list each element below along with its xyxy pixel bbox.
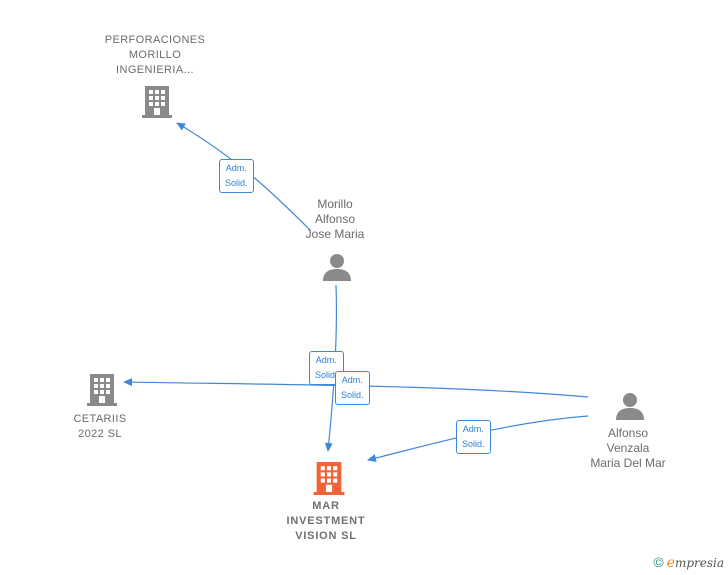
building-icon[interactable]: [141, 84, 173, 118]
person-label-morillo[interactable]: Morillo Alfonso Jose Maria: [305, 197, 365, 241]
building-icon[interactable]: [86, 372, 118, 406]
edge-label-morillo-perforaciones[interactable]: Adm. Solid.: [219, 159, 254, 193]
company-label-perforaciones[interactable]: PERFORACIONES MORILLO INGENIERIA...: [104, 34, 206, 76]
building-icon-focus[interactable]: [312, 460, 346, 495]
empresia-logo: ©empresia: [653, 554, 724, 571]
person-icon[interactable]: [615, 391, 645, 421]
edge-label-morillo-mar[interactable]: Adm. Solid.: [309, 351, 344, 385]
edge-morillo-perforaciones: [176, 122, 311, 231]
company-label-cetariis[interactable]: CETARIIS 2022 SL: [73, 413, 127, 440]
person-icon[interactable]: [322, 252, 352, 282]
edge-label-alfonso-mar[interactable]: Adm. Solid.: [456, 420, 491, 454]
person-label-alfonso[interactable]: Alfonso Venzala Maria Del Mar: [590, 426, 666, 470]
edge-label-alfonso-cetariis[interactable]: Adm. Solid.: [335, 371, 370, 405]
edge-alfonso-cetariis: [123, 378, 589, 398]
copyright-icon: ©: [653, 554, 664, 570]
company-label-mar[interactable]: MAR INVESTMENT VISION SL: [286, 500, 366, 542]
